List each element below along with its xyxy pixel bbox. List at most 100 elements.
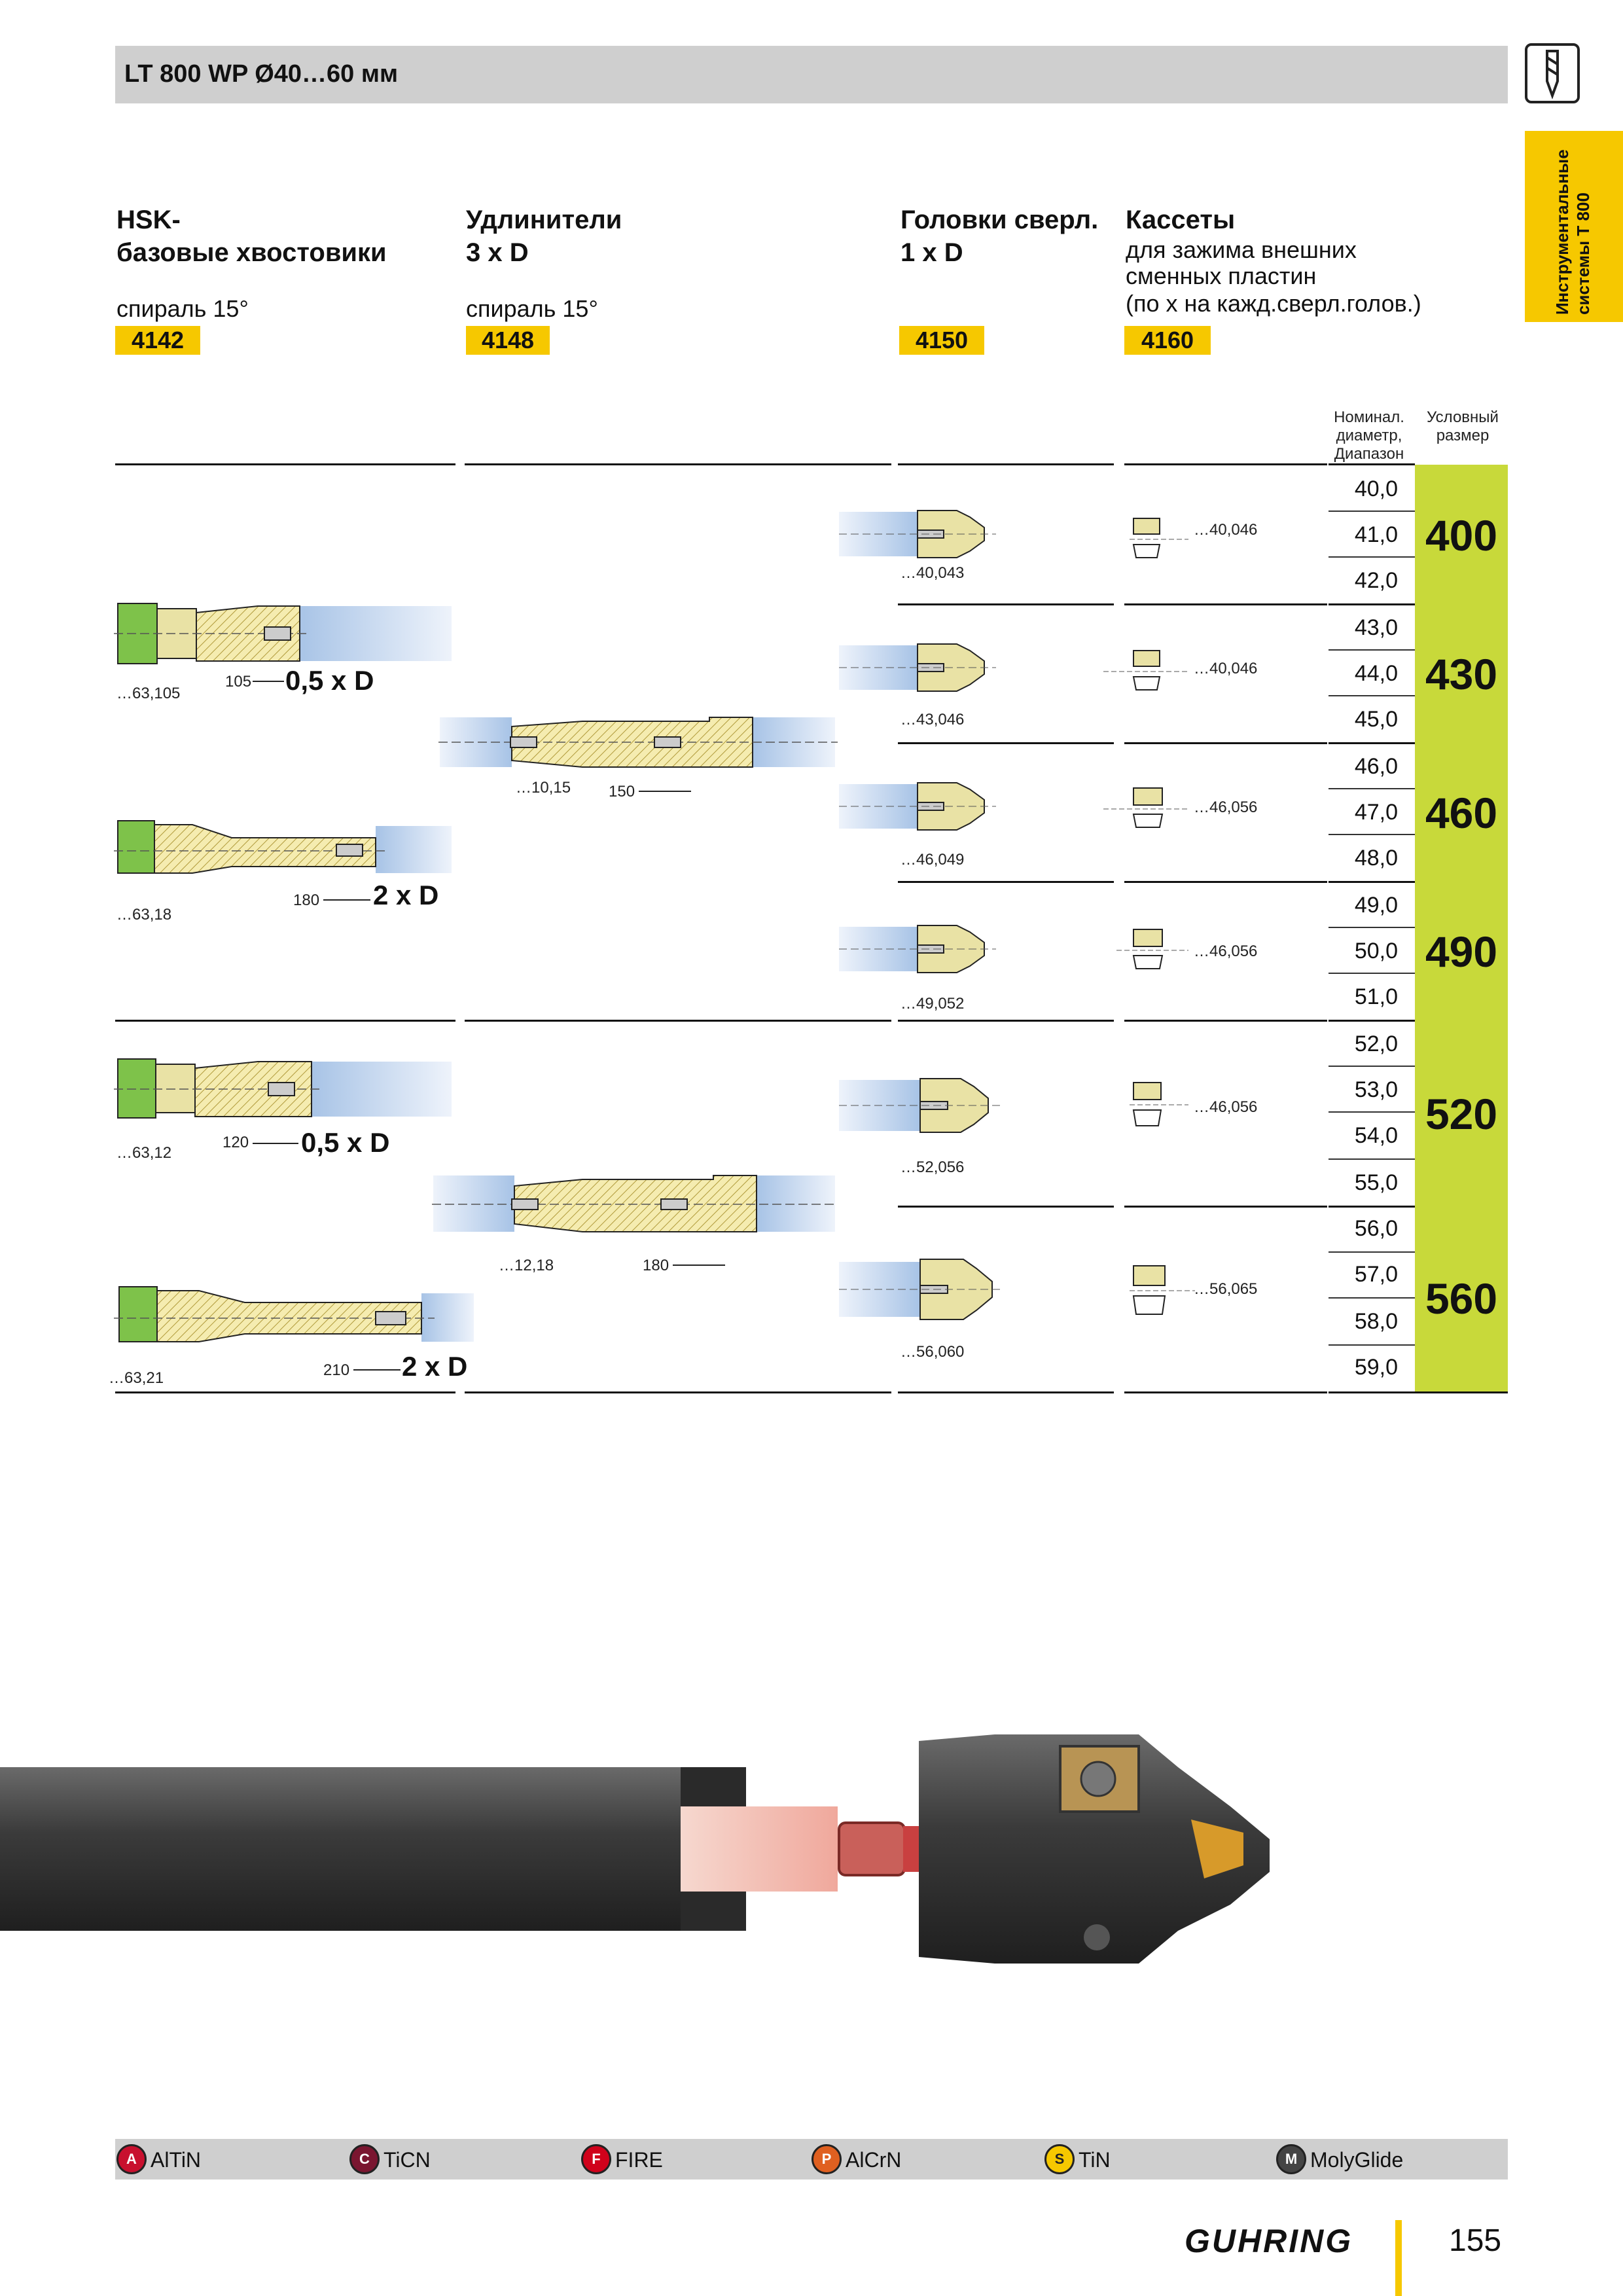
extension-code: …12,18 [499,1257,554,1274]
dia-row: 58,0 [1354,1309,1398,1334]
col2-code: 4148 [466,326,550,355]
arrow-line [673,1265,725,1266]
dia-sep [1329,973,1415,974]
page-title: LT 800 WP Ø40…60 мм [124,60,399,88]
dia-sep [1329,881,1415,883]
drill-head-code: …46,049 [901,851,965,869]
rule-col4-top [1124,463,1327,465]
col4-desc1: для зажима внешних [1126,236,1357,263]
size-block-400 [1415,465,1508,603]
col3-title1: Головки сверл. [901,206,1099,234]
dia-sep [1329,1344,1415,1346]
size-400: 400 [1425,511,1498,560]
drill-head-code: …49,052 [901,995,965,1013]
cassette-drawing [1130,1080,1188,1136]
title-bar [115,46,1508,103]
extension-drawing [432,1172,838,1240]
coating-label: MolyGlide [1310,2148,1404,2172]
bottom-rule-table [1329,1391,1508,1393]
size-520: 520 [1425,1090,1498,1138]
product-image [0,1715,1309,2058]
shank-length: 210 [323,1361,350,1379]
cassette-code: …56,065 [1194,1280,1258,1298]
dia-row: 42,0 [1354,568,1398,593]
extension-code: …10,15 [516,779,571,797]
dia-row: 54,0 [1354,1123,1398,1148]
shank-drawing [114,1274,480,1362]
dia-row: 40,0 [1354,476,1398,501]
arrow-line [639,791,691,792]
row-sep [1124,1206,1327,1208]
svg-text:Инструментальные: Инструментальные [1552,149,1572,315]
dia-sep [1329,742,1415,744]
drill-icon [1524,42,1581,105]
coating-label: FIRE [615,2148,663,2172]
page-number: 155 [1449,2223,1502,2258]
cassette-code: …46,056 [1194,942,1258,960]
col4-code: 4160 [1124,326,1211,355]
molyglide-icon: M [1276,2144,1306,2174]
brand-logo: GUHRING [1185,2223,1353,2259]
bottom-rule-col3 [898,1391,1114,1393]
dia-sep [1329,788,1415,789]
shank-length: 105 [225,673,252,691]
mid-rule-col4 [1124,1020,1327,1022]
cassette-drawing [1116,927,1188,976]
dia-sep [1329,1020,1415,1022]
dia-sep [1329,649,1415,651]
mid-rule-col1 [115,1020,455,1022]
dia-row: 44,0 [1354,661,1398,686]
arrow-line [253,681,284,682]
col4-desc2: сменных пластин [1126,262,1317,289]
drill-head-code: …52,056 [901,1158,965,1176]
bottom-rule-col1 [115,1391,455,1393]
row-sep [898,603,1114,605]
cassette-drawing [1103,785,1188,834]
size-460: 460 [1425,789,1498,837]
dia-sep [1329,1111,1415,1113]
mid-rule-col2 [465,1020,891,1022]
rule-col2-top [465,463,891,465]
shank-depth: 0,5 x D [301,1127,390,1158]
col4-title1: Кассеты [1126,206,1236,234]
shank-length: 180 [293,891,320,909]
nominal-head-3: Диапазон [1334,445,1404,463]
dia-row: 57,0 [1354,1262,1398,1287]
col1-code: 4142 [115,326,200,355]
rule-col3-top [898,463,1114,465]
bottom-rule-col4 [1124,1391,1327,1393]
dia-row: 56,0 [1354,1216,1398,1241]
dia-sep [1329,556,1415,558]
dia-row: 51,0 [1354,984,1398,1009]
bottom-rule-col2 [465,1391,891,1393]
dia-sep [1329,511,1415,512]
drill-head-drawing [839,1257,1009,1325]
tin-icon: S [1044,2144,1075,2174]
svg-text:системы Т 800: системы Т 800 [1573,192,1593,315]
fire-icon: F [581,2144,611,2174]
dia-row: 59,0 [1354,1355,1398,1380]
alcrn-icon: P [812,2144,842,2174]
size-block-520 [1415,1021,1508,1207]
col2-title2: 3 x D [466,238,529,267]
dia-row: 55,0 [1354,1170,1398,1195]
rule-col1-top [115,463,455,465]
coating-label: TiN [1079,2148,1111,2172]
row-sep [898,881,1114,883]
dia-sep [1329,1251,1415,1253]
row-sep [898,742,1114,744]
shank-depth: 2 x D [402,1351,468,1382]
row-sep [1124,603,1327,605]
row-sep [898,1206,1114,1208]
col4-desc3: (по x на кажд.сверл.голов.) [1126,290,1421,317]
side-tab [1525,131,1623,322]
coating-label: AlTiN [151,2148,202,2172]
rule-dia-top [1329,463,1415,465]
dia-row: 49,0 [1354,893,1398,918]
cassette-code: …46,056 [1194,798,1258,816]
row-sep [1124,742,1327,744]
brand-bar [1395,2220,1402,2296]
shank-code: …63,21 [109,1369,164,1387]
dia-sep [1329,1158,1415,1160]
shank-drawing [114,1050,454,1132]
